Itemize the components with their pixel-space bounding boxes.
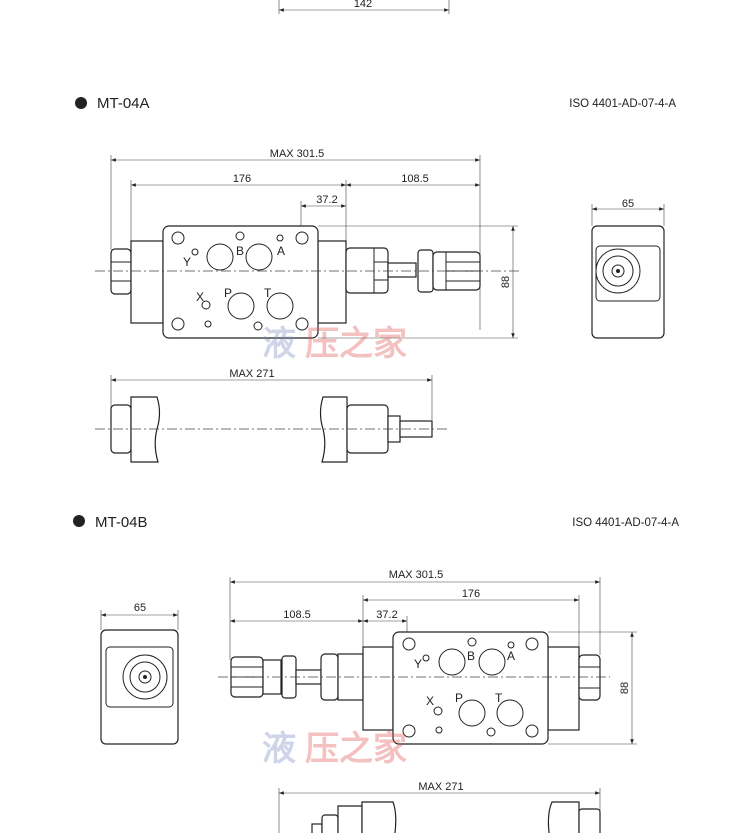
port-x: X [196, 290, 204, 304]
dim-body: 176 [233, 173, 251, 185]
dim-max-total: MAX 301.5 [389, 569, 443, 581]
dim-max-total: MAX 301.5 [270, 148, 324, 160]
watermark-logo-rest: 压之家 [305, 729, 407, 769]
port-b: B [467, 649, 475, 663]
watermark-logo-rest: 压之家 [305, 324, 407, 364]
dim-height: 88 [619, 682, 631, 694]
dim-adjuster: 108.5 [283, 609, 311, 621]
dimensions: MAX 301.5 176 108.5 37.2 88 [229, 569, 637, 745]
dimensions: MAX 301.5 176 108.5 37.2 88 [110, 148, 518, 339]
dim-offset: 37.2 [376, 609, 397, 621]
model-title: MT-04A [97, 95, 150, 112]
port-a: A [277, 244, 285, 258]
port-y: Y [414, 657, 422, 671]
dim-142: 142 [354, 0, 372, 10]
port-t: T [495, 691, 503, 705]
watermark-logo: 液 [262, 324, 296, 364]
valve-bottom-view: MAX 271 [95, 368, 450, 463]
dim-adjuster: 108.5 [401, 173, 429, 185]
watermark-logo: 液 [262, 729, 296, 769]
model-title: MT-04B [95, 514, 148, 531]
port-a: A [507, 649, 515, 663]
bullet-icon [75, 97, 87, 109]
valve-body [162, 225, 319, 339]
top-dimension: 142 [278, 0, 450, 14]
section-mt-04b: MT-04B ISO 4401-AD-07-4-A MAX 301.5 176 … [73, 514, 679, 833]
valve-front-view: Y B A X P T [218, 631, 610, 745]
section-mt-04a: MT-04A ISO 4401-AD-07-4-A MAX 301.5 176 … [75, 95, 676, 463]
port-x: X [426, 694, 434, 708]
dim-side-width: 65 [622, 198, 634, 210]
port-t: T [264, 286, 272, 300]
dim-max-bottom: MAX 271 [418, 781, 463, 793]
port-p: P [455, 691, 463, 705]
dim-side-width: 65 [134, 602, 146, 614]
iso-standard: ISO 4401-AD-07-4-A [572, 517, 679, 529]
valve-front-view: Y B A X P T [95, 225, 520, 339]
port-y: Y [183, 255, 191, 269]
valve-side-view: 65 [591, 198, 665, 339]
valve-bottom-view: MAX 271 [278, 781, 601, 833]
dim-height: 88 [500, 276, 512, 288]
iso-standard: ISO 4401-AD-07-4-A [569, 98, 676, 110]
bullet-icon [73, 515, 85, 527]
dim-offset: 37.2 [316, 194, 337, 206]
valve-side-view: 65 [100, 602, 179, 745]
dim-body: 176 [462, 588, 480, 600]
port-p: P [224, 286, 232, 300]
dim-max-bottom: MAX 271 [229, 368, 274, 380]
port-b: B [236, 244, 244, 258]
valve-body [392, 631, 549, 745]
